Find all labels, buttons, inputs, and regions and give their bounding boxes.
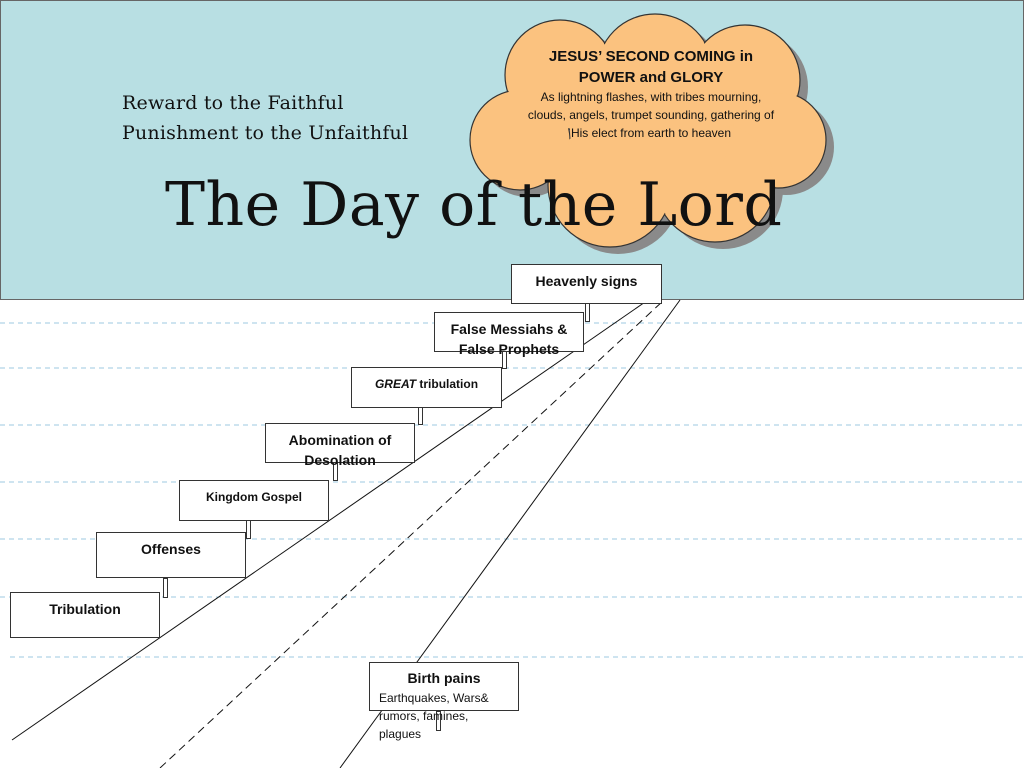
guide-lines [0, 322, 1024, 658]
step-label: False Messiahs & False Prophets [450, 321, 568, 357]
step-label-rest: tribulation [416, 377, 479, 391]
step-heavenly-signs: Heavenly signs [511, 264, 662, 304]
step-tribulation: Tribulation [10, 592, 160, 638]
cloud [469, 13, 834, 254]
subtitle-punishment: Punishment to the Unfaithful [122, 122, 409, 144]
step-label: Tribulation [49, 601, 121, 617]
birth-pains-detail: Earthquakes, Wars& rumors, famines, plag… [379, 691, 489, 741]
step-label: GREAT tribulation [352, 368, 501, 394]
subtitle-reward: Reward to the Faithful [122, 92, 344, 114]
birth-pains-title: Birth pains [407, 670, 481, 686]
page-title: The Day of the Lord [165, 170, 783, 240]
step-label-emphasis: GREAT [374, 377, 417, 391]
step-offenses: Offenses [96, 532, 246, 578]
step-connector [163, 578, 168, 598]
step-abomination-of-desolation: Abomination of Desolation [265, 423, 415, 468]
road-center-dashed-line [159, 299, 665, 768]
step-connector [246, 520, 251, 539]
cloud-body: As lightning flashes, with tribes mourni… [527, 90, 775, 140]
step-label: Offenses [141, 541, 201, 557]
birth-pains-connector [436, 711, 441, 731]
step-kingdom-gospel: Kingdom Gospel [179, 480, 329, 521]
cloud-title: JESUS’ SECOND COMING in POWER and GLORY [548, 48, 754, 86]
cloud-text: JESUS’ SECOND COMING in POWER and GLORY … [520, 46, 782, 142]
cloud-fill [471, 15, 825, 246]
step-great-tribulation: GREAT tribulation [351, 367, 502, 408]
step-connector [585, 302, 590, 322]
step-false-messiahs: False Messiahs & False Prophets [434, 312, 584, 357]
step-connector [418, 407, 423, 425]
step-label: Kingdom Gospel [206, 490, 302, 504]
step-label: Abomination of Desolation [288, 432, 392, 468]
birth-pains-box [369, 662, 519, 711]
step-label: Heavenly signs [535, 273, 638, 289]
road-left-edge [11, 299, 649, 741]
